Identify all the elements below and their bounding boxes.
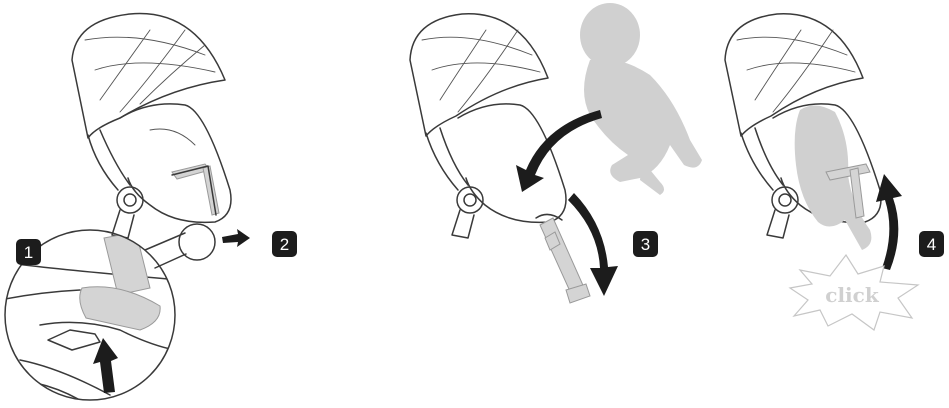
step-number: 2 <box>280 235 289 254</box>
stroller-seat-icon <box>725 14 881 250</box>
arrow-up-icon <box>93 338 118 393</box>
step-badge-4: 4 <box>919 231 944 257</box>
stroller-seat-icon <box>410 14 590 303</box>
curved-arrow-icon <box>876 174 902 270</box>
step-number: 1 <box>24 243 33 262</box>
click-burst-icon: click <box>790 255 918 330</box>
click-sound-label: click <box>825 283 880 307</box>
arrow-right-icon <box>222 229 250 247</box>
step-number: 3 <box>641 235 650 254</box>
curved-arrow-icon <box>516 110 602 192</box>
step-number: 4 <box>927 235 936 254</box>
baby-icon <box>580 3 702 195</box>
step-badge-3: 3 <box>633 231 658 257</box>
step-badge-2: 2 <box>272 231 297 257</box>
step-badge-1: 1 <box>16 239 41 265</box>
